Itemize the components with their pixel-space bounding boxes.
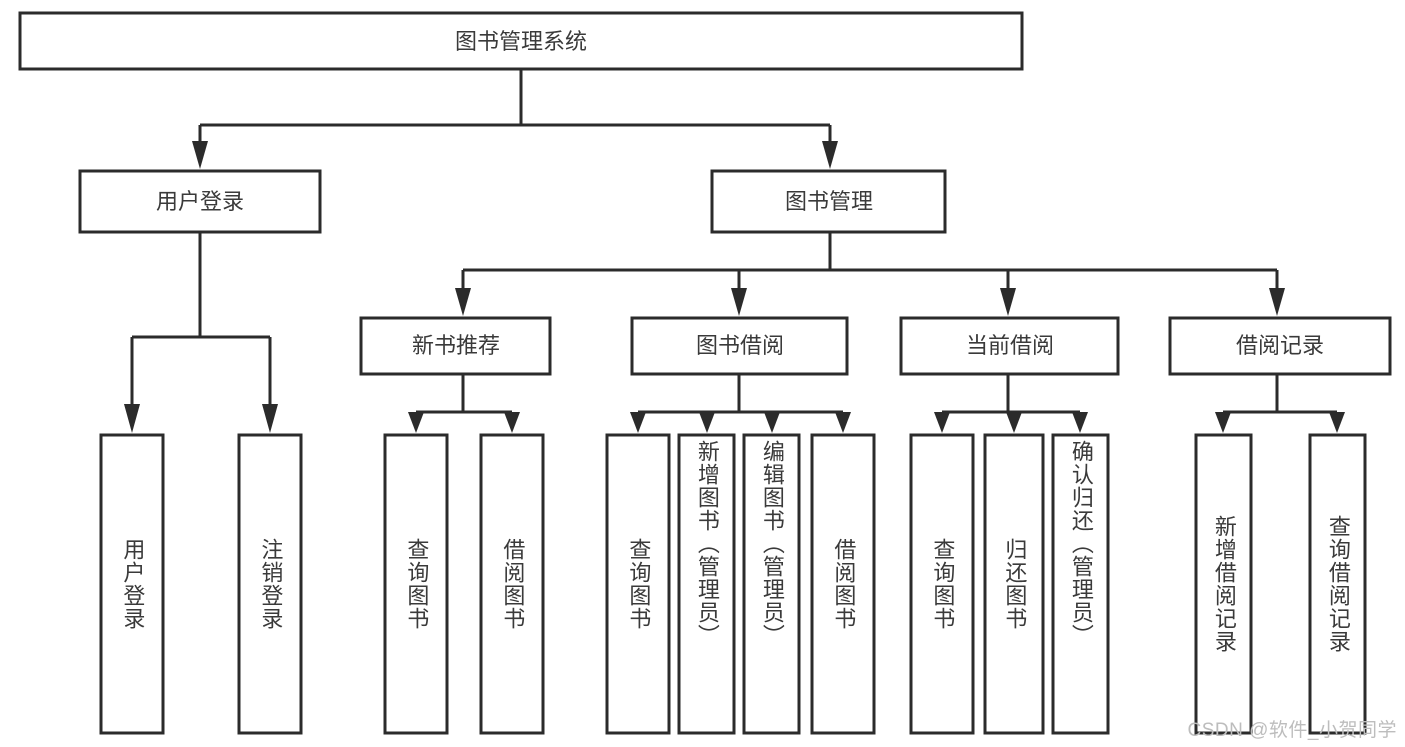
leaf-box-query-borrow-record[interactable]: [1308, 433, 1367, 735]
node-book-borrow[interactable]: 图书借阅: [630, 316, 849, 376]
leaf-box-confirm-return[interactable]: [1051, 433, 1110, 735]
root-label: 图书管理系统: [455, 29, 587, 54]
arrow-bb-leaf-1: [630, 412, 646, 433]
borrow-record-box[interactable]: [1168, 316, 1392, 376]
arrow-br-leaf-1: [1215, 412, 1231, 433]
current-borrow-label: 当前借阅: [966, 333, 1054, 358]
leaf-box-add-book[interactable]: [677, 433, 736, 735]
arrow-cb-leaf-3: [1072, 412, 1088, 433]
root-box[interactable]: [18, 11, 1024, 71]
arrow-nbr-leaf-2: [504, 412, 520, 433]
user-login-label: 用户登录: [156, 189, 244, 214]
leaf-box-query-book-1[interactable]: [383, 433, 449, 735]
node-current-borrow[interactable]: 当前借阅: [899, 316, 1120, 376]
arrow-bb-leaf-2: [699, 412, 715, 433]
arrow-br-leaf-2: [1329, 412, 1345, 433]
arrow-user-login-leaf-2: [262, 404, 278, 433]
book-manage-label: 图书管理: [785, 189, 873, 214]
arrow-cb-leaf-1: [934, 412, 950, 433]
arrow-bb-leaf-3: [764, 412, 780, 433]
book-borrow-label: 图书借阅: [696, 333, 784, 358]
node-root[interactable]: 图书管理系统: [18, 11, 1024, 71]
arrow-root-to-book-manage: [822, 141, 838, 169]
leaf-box-query-book-2[interactable]: [605, 433, 671, 735]
node-user-login[interactable]: 用户登录: [78, 169, 322, 234]
arrow-bm-to-book-borrow: [731, 288, 747, 316]
leaf-box-edit-book[interactable]: [742, 433, 801, 735]
user-login-box[interactable]: [78, 169, 322, 234]
current-borrow-box[interactable]: [899, 316, 1120, 376]
csdn-watermark: CSDN @软件_小贺同学: [1187, 720, 1397, 741]
leaf-box-borrow-book-1[interactable]: [479, 433, 545, 735]
connector-layer: [124, 69, 1345, 433]
leaf-box-query-book-3[interactable]: [909, 433, 975, 735]
node-new-book-recommend[interactable]: 新书推荐: [359, 316, 552, 376]
borrow-record-label: 借阅记录: [1236, 333, 1324, 358]
leaf-box-borrow-book-2[interactable]: [810, 433, 876, 735]
leaf-box-user-logout[interactable]: [237, 433, 303, 735]
arrow-bm-to-borrow-record: [1269, 288, 1285, 316]
arrow-nbr-leaf-1: [408, 412, 424, 433]
leaf-box-return-book[interactable]: [983, 433, 1045, 735]
node-book-manage[interactable]: 图书管理: [710, 169, 947, 234]
arrow-root-to-user-login: [192, 141, 208, 169]
book-manage-box[interactable]: [710, 169, 947, 234]
leaf-box-add-borrow-record[interactable]: [1194, 433, 1253, 735]
book-borrow-box[interactable]: [630, 316, 849, 376]
arrow-bm-to-current-borrow: [1000, 288, 1016, 316]
arrow-bb-leaf-4: [835, 412, 851, 433]
node-borrow-record[interactable]: 借阅记录: [1168, 316, 1392, 376]
leaf-box-user-login[interactable]: [99, 433, 165, 735]
arrow-bm-to-new-book-recommend: [455, 288, 471, 316]
new-book-recommend-box[interactable]: [359, 316, 552, 376]
arrow-user-login-leaf-1: [124, 404, 140, 433]
arrow-cb-leaf-2: [1006, 412, 1022, 433]
new-book-recommend-label: 新书推荐: [412, 333, 500, 358]
leaf-box-layer: [99, 433, 1367, 735]
